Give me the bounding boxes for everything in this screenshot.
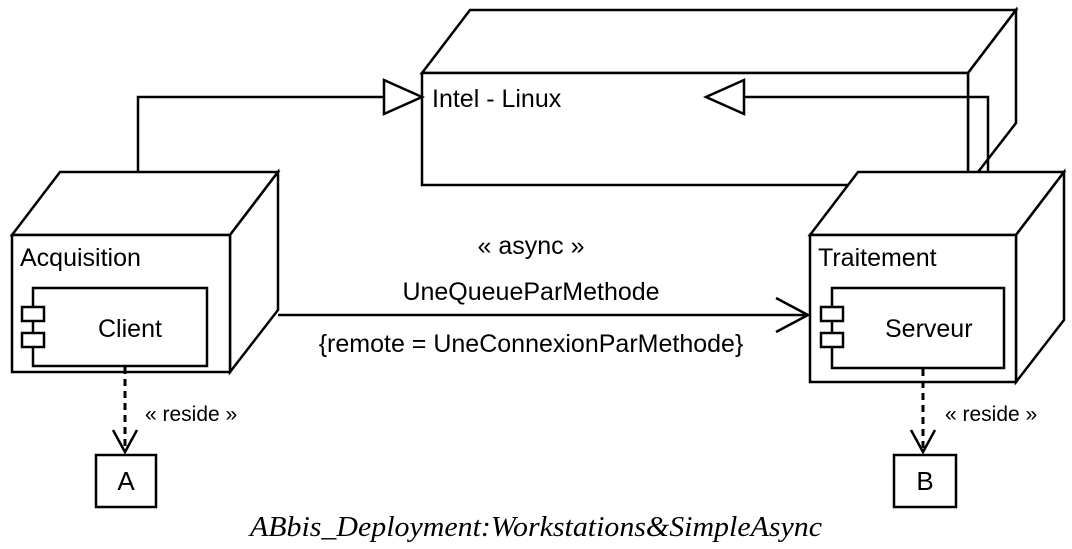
reside-left-arrowhead bbox=[111, 429, 139, 455]
node-traitement-label: Traitement bbox=[818, 244, 937, 272]
component-client: Client bbox=[20, 286, 209, 368]
async-connection-arrowhead bbox=[775, 296, 811, 334]
component-serveur-box bbox=[830, 286, 1006, 370]
node-intel-linux-top-face bbox=[419, 8, 1019, 75]
artifact-a: A bbox=[94, 453, 158, 509]
reside-dependency-right: « reside » bbox=[909, 369, 1037, 455]
node-traitement: Traitement Serveur bbox=[807, 168, 1067, 386]
node-intel-linux: Intel - Linux bbox=[419, 6, 1019, 189]
component-client-port-top bbox=[20, 305, 46, 323]
node-acquisition-label: Acquisition bbox=[20, 244, 141, 272]
component-serveur: Serveur bbox=[819, 286, 1006, 370]
artifact-b-label: B bbox=[916, 466, 933, 496]
node-intel-linux-label: Intel - Linux bbox=[432, 85, 562, 113]
diagram-caption: ABbis_Deployment:Workstations&SimpleAsyn… bbox=[248, 512, 823, 543]
component-client-box bbox=[31, 286, 209, 368]
artifact-b: B bbox=[892, 453, 958, 509]
reside-dependency-left: « reside » bbox=[111, 367, 237, 455]
component-serveur-port-bottom bbox=[819, 331, 845, 349]
reside-left-label: « reside » bbox=[145, 403, 237, 426]
async-stereotype-label: « async » bbox=[477, 232, 584, 260]
async-connection-name: UneQueueParMethode bbox=[402, 278, 659, 306]
node-acquisition: Acquisition Client bbox=[9, 168, 281, 376]
generalization-arrowhead-left bbox=[382, 78, 426, 116]
component-serveur-port-top bbox=[819, 305, 845, 323]
artifact-a-box bbox=[94, 453, 158, 509]
reside-right-label: « reside » bbox=[945, 403, 1037, 426]
artifact-b-box bbox=[892, 453, 958, 509]
reside-right-arrowhead bbox=[909, 429, 937, 455]
component-serveur-label: Serveur bbox=[885, 315, 973, 343]
node-intel-linux-front-face bbox=[420, 71, 970, 187]
component-client-label: Client bbox=[98, 315, 162, 343]
generalization-arrowhead-right bbox=[702, 78, 746, 116]
artifact-a-label: A bbox=[117, 466, 135, 496]
async-connection: « async » UneQueueParMethode {remote = U… bbox=[278, 232, 811, 358]
component-client-port-bottom bbox=[20, 331, 46, 349]
async-constraint-label: {remote = UneConnexionParMethode} bbox=[319, 330, 744, 358]
